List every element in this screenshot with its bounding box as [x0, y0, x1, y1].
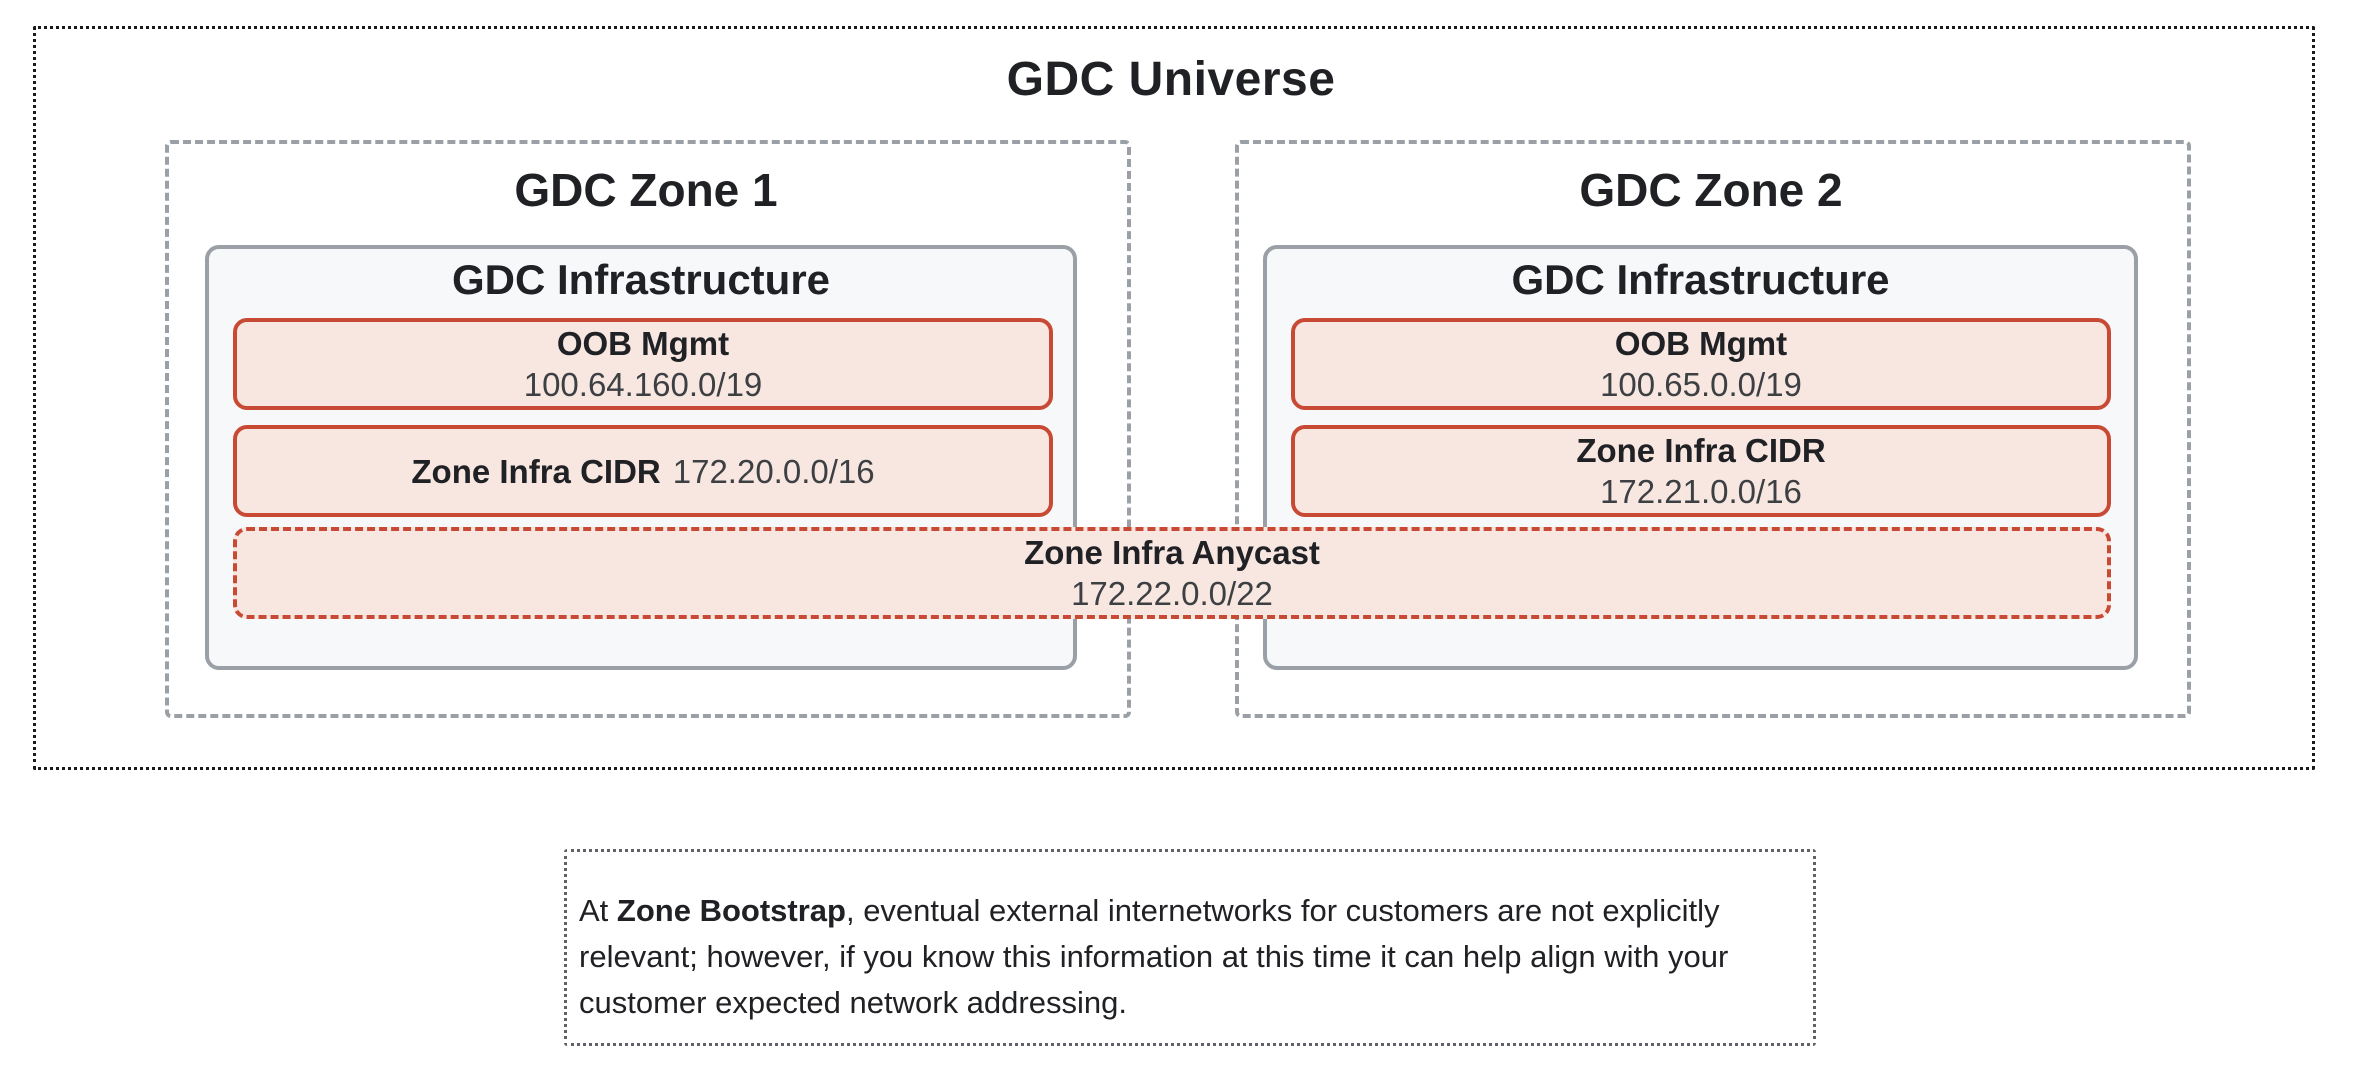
zone-2-infra-cidr-label: Zone Infra CIDR — [1576, 432, 1826, 469]
zone-2-box — [1235, 140, 2191, 718]
note-prefix: At — [579, 893, 617, 928]
zone-2-title: GDC Zone 2 — [1579, 164, 1843, 216]
zone-1-infra-cidr-box: Zone Infra CIDR 172.20.0.0/16 — [233, 425, 1053, 517]
zone-1-infra-cidr-label: Zone Infra CIDR — [411, 452, 661, 490]
zone-1-oob-mgmt-box: OOB Mgmt 100.64.160.0/19 — [233, 318, 1053, 410]
zone-2-infrastructure-title: GDC Infrastructure — [1511, 256, 1890, 303]
zone-infra-anycast-label: Zone Infra Anycast — [1024, 534, 1320, 571]
zone-2-oob-mgmt-box: OOB Mgmt 100.65.0.0/19 — [1291, 318, 2111, 410]
zone-2-infra-cidr-value: 172.21.0.0/16 — [1600, 473, 1802, 510]
zone-bootstrap-note-text: At Zone Bootstrap, eventual external int… — [579, 888, 1797, 1026]
zone-1-oob-mgmt-label: OOB Mgmt — [556, 325, 730, 362]
universe-box — [33, 26, 2315, 770]
zone-1-infrastructure-title: GDC Infrastructure — [451, 256, 831, 303]
zone-infra-anycast-cidr: 172.22.0.0/22 — [1071, 575, 1273, 612]
note-rest: , eventual external internetworks for cu… — [579, 893, 1729, 1020]
zone-2-oob-mgmt-label: OOB Mgmt — [1614, 325, 1788, 362]
zone-1-infra-cidr-value: 172.20.0.0/16 — [672, 452, 875, 490]
universe-title: GDC Universe — [1006, 53, 1336, 106]
zone-2-infra-cidr-box: Zone Infra CIDR 172.21.0.0/16 — [1291, 425, 2111, 517]
note-bold-term: Zone Bootstrap — [616, 893, 846, 928]
zone-1-title: GDC Zone 1 — [514, 164, 778, 216]
zone-2-oob-mgmt-cidr: 100.65.0.0/19 — [1600, 366, 1802, 403]
zone-infra-anycast-box: Zone Infra Anycast 172.22.0.0/22 — [233, 527, 2111, 619]
zone-1-box — [165, 140, 1131, 718]
zone-1-oob-mgmt-cidr: 100.64.160.0/19 — [523, 366, 763, 403]
zone-bootstrap-note-box: At Zone Bootstrap, eventual external int… — [564, 849, 1816, 1046]
